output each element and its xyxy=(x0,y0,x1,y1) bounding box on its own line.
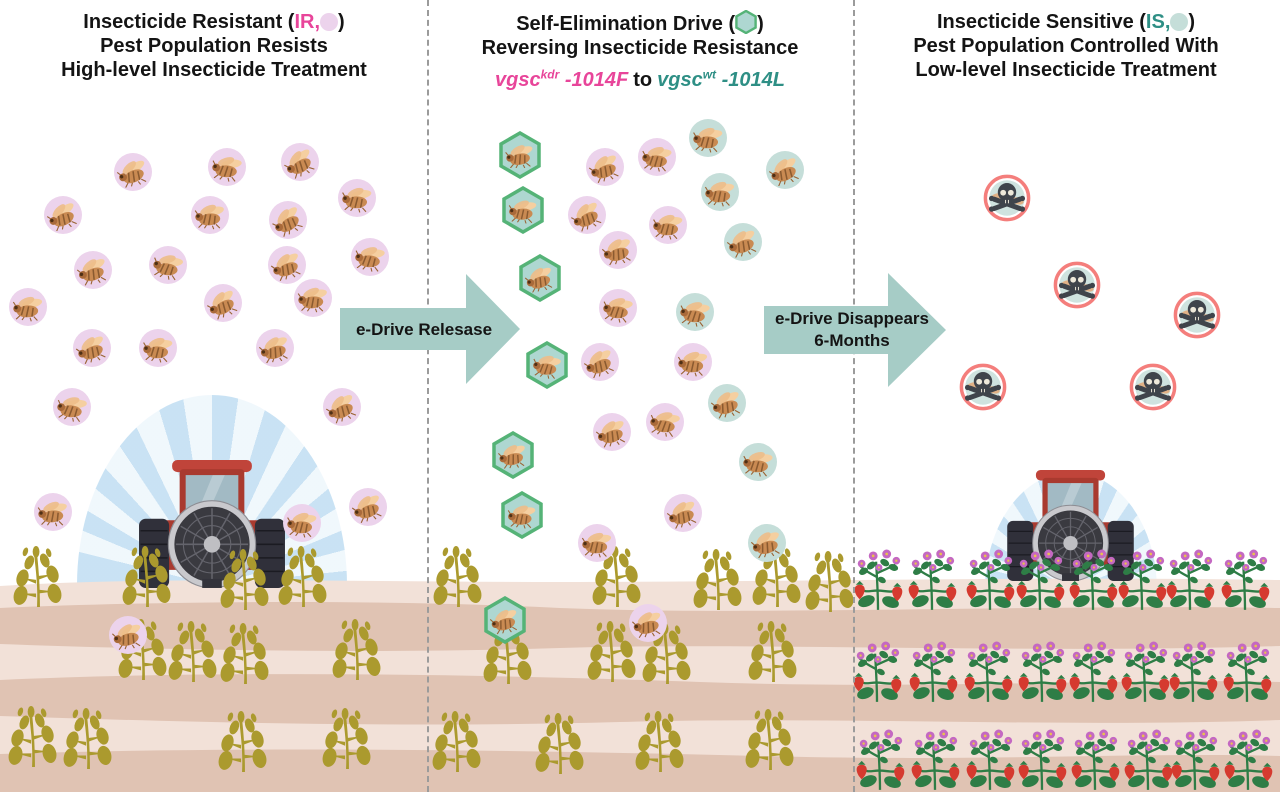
dead-pest-skull-marker xyxy=(1173,291,1221,344)
e-drive-release-label: e-Drive Relesase xyxy=(356,320,492,339)
panel-title-insecticide-sensitive: Insecticide Sensitive (IS,) Pest Populat… xyxy=(860,10,1272,82)
is-fly-marker xyxy=(765,151,804,194)
title-text: ) xyxy=(757,13,764,35)
ir-fly-marker xyxy=(109,616,147,659)
e-drive-disappears-label-2: 6-Months xyxy=(814,331,890,350)
is-fly-marker xyxy=(701,173,739,216)
panel-title-self-elimination-drive: Self-Elimination Drive () Reversing Inse… xyxy=(434,9,846,92)
edrive-hexagon-fly-marker xyxy=(484,595,526,649)
ir-fly-marker xyxy=(294,279,332,322)
panel-title-insecticide-resistant: Insecticide Resistant (IR,) Pest Populat… xyxy=(8,10,420,82)
title-line-2: Reversing Insecticide Resistance xyxy=(481,37,799,59)
dead-pest-skull-marker xyxy=(983,174,1031,227)
title-text: ) xyxy=(1188,11,1196,33)
title-line-1: Self-Elimination Drive () xyxy=(434,9,846,36)
title-text: Insecticide Sensitive ( xyxy=(936,11,1146,33)
ir-fly-marker xyxy=(638,138,676,181)
ir-fly-marker xyxy=(649,206,687,249)
ir-fly-marker xyxy=(351,238,389,281)
edrive-hexagon-fly-marker xyxy=(492,430,534,484)
panel-separator-right xyxy=(853,0,855,792)
title-line-2: Pest Population Controlled With xyxy=(913,35,1219,57)
edrive-hexagon-fly-marker xyxy=(526,340,568,394)
is-fly-marker xyxy=(748,524,786,567)
ir-fly-marker xyxy=(203,284,242,327)
e-drive-release-arrow: e-Drive Relesase xyxy=(340,274,520,384)
e-drive-disappears-arrow: e-Drive Disappears 6-Months xyxy=(764,273,946,387)
ir-fly-marker xyxy=(256,329,294,372)
gene-to: to xyxy=(633,68,653,91)
is-fly-marker xyxy=(724,223,762,266)
ir-fly-marker xyxy=(43,196,82,239)
ir-fly-marker xyxy=(52,388,91,431)
edrive-hexagon-fly-marker xyxy=(499,130,541,184)
ir-fly-marker xyxy=(338,179,376,222)
is-fly-marker xyxy=(689,119,727,162)
ir-fly-marker xyxy=(674,343,712,386)
title-line-2: Pest Population Resists xyxy=(100,35,328,57)
ir-fly-marker xyxy=(267,201,308,244)
ir-fly-marker xyxy=(599,231,637,274)
ir-fly-marker xyxy=(73,329,111,372)
ir-fly-marker xyxy=(9,288,47,331)
is-fly-marker xyxy=(676,293,714,336)
panel-separator-left xyxy=(427,0,429,792)
ir-abbrev: IR, xyxy=(294,11,321,33)
ir-fly-marker xyxy=(208,148,246,191)
is-fly-marker xyxy=(708,384,746,427)
title-text: Self-Elimination Drive ( xyxy=(516,13,736,35)
ir-fly-marker xyxy=(283,504,321,547)
ir-fly-marker xyxy=(586,148,624,191)
ir-fly-marker xyxy=(578,524,616,567)
ir-fly-marker xyxy=(349,488,387,531)
soil-field xyxy=(0,578,1280,792)
ir-fly-marker xyxy=(322,388,361,431)
is-circle-icon xyxy=(1170,13,1189,31)
ir-fly-marker xyxy=(567,196,606,239)
ir-fly-marker xyxy=(645,403,684,446)
ir-fly-marker xyxy=(191,196,229,239)
ir-circle-icon xyxy=(320,13,339,31)
title-line-1: Insecticide Resistant (IR,) xyxy=(8,10,420,34)
title-line-3: High-level Insecticide Treatment xyxy=(61,59,367,81)
dead-pest-skull-marker xyxy=(1053,261,1101,314)
gene-wt: vgscwt -1014L xyxy=(657,67,785,91)
ir-fly-marker xyxy=(593,413,631,456)
edrive-hexagon-fly-marker xyxy=(501,490,543,544)
ir-fly-marker xyxy=(279,143,319,186)
ir-fly-marker xyxy=(74,251,112,294)
ir-fly-marker xyxy=(114,153,152,196)
title-line-3: Low-level Insecticide Treatment xyxy=(915,59,1217,81)
ir-fly-marker xyxy=(148,246,187,289)
dead-pest-skull-marker xyxy=(959,363,1007,416)
ir-fly-marker xyxy=(599,289,637,332)
dead-pest-skull-marker xyxy=(1129,363,1177,416)
is-fly-marker xyxy=(739,443,777,486)
is-abbrev: IS, xyxy=(1145,11,1171,33)
title-line-1: Insecticide Sensitive (IS,) xyxy=(860,10,1272,34)
ir-fly-marker xyxy=(139,329,177,372)
edrive-hexagon-fly-marker xyxy=(502,185,544,239)
e-drive-disappears-label-1: e-Drive Disappears xyxy=(775,309,929,328)
ir-fly-marker xyxy=(664,494,702,537)
ir-fly-marker xyxy=(629,604,667,647)
hexagon-drive-icon xyxy=(735,9,757,35)
ir-fly-marker xyxy=(580,343,619,386)
edrive-hexagon-fly-marker xyxy=(519,253,561,307)
ir-fly-marker xyxy=(34,493,72,536)
gene-kdr: vgsckdr -1014F xyxy=(495,67,629,91)
title-text: ) xyxy=(338,11,345,33)
title-text: Insecticide Resistant ( xyxy=(83,11,295,33)
ir-fly-marker xyxy=(268,246,306,289)
